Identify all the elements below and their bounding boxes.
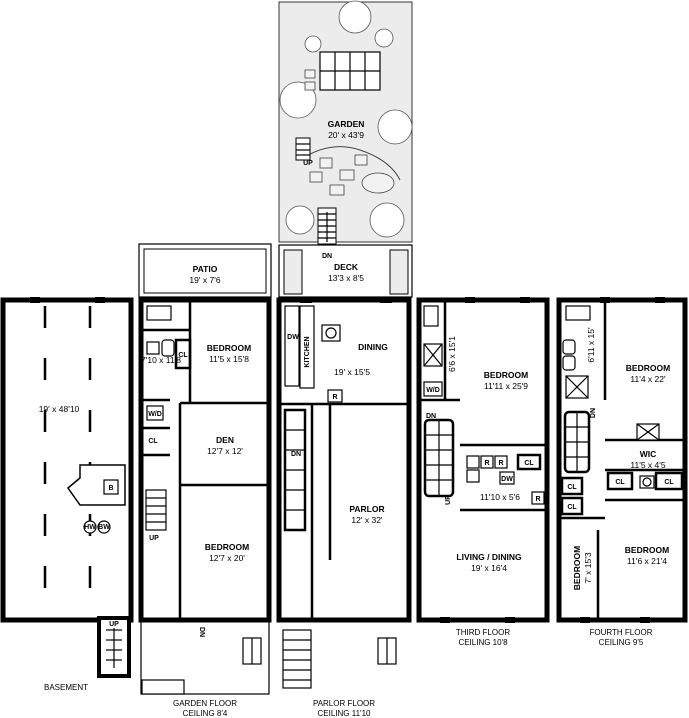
parlor-floor-r: R <box>332 394 337 401</box>
parlor-floor-dining-dims: 19' x 15'5 <box>334 367 370 377</box>
fourth-floor-caption1: FOURTH FLOOR <box>590 628 653 637</box>
third-floor-r2: R <box>498 460 503 467</box>
parlor-floor-caption1: PARLOR FLOOR <box>313 699 375 708</box>
garden-dims: 20' x 43'9 <box>328 130 364 140</box>
parlor-floor-caption2: CEILING 11'10 <box>318 709 372 718</box>
garden-floor-den-dims: 12'7 x 12' <box>207 446 243 456</box>
garden-floor-closet-dims: 7'10 x 11'8 <box>141 355 181 365</box>
garden-floor-den-label: DEN <box>216 435 234 445</box>
fourth-floor: 6'11 x 15' BEDROOM 11'4 x 22' DN WIC 11'… <box>556 297 688 647</box>
patio-dims: 19' x 7'6 <box>189 275 220 285</box>
basement-hw-label: HW <box>84 524 96 531</box>
parlor-floor-kitchen: KITCHEN <box>304 336 311 367</box>
third-floor-dn: DN <box>426 413 436 420</box>
parlor-floor-dining-label: DINING <box>358 342 388 352</box>
deck-dims: 13'3 x 8'5 <box>328 273 364 283</box>
fourth-floor-wic-label: WIC <box>640 449 657 459</box>
parlor-floor-parlor-label: PARLOR <box>349 504 384 514</box>
third-floor-caption2: CEILING 10'8 <box>458 638 508 647</box>
fourth-floor-bedroom1-label: BEDROOM <box>626 363 670 373</box>
fourth-floor-cl1: CL <box>615 479 625 486</box>
garden-floor-caption1: GARDEN FLOOR <box>173 699 237 708</box>
fourth-floor-bedroom2-dims: 11'6 x 21'4 <box>627 556 667 566</box>
garden-floor-wd: W/D <box>148 411 162 418</box>
basement-dims: 19' x 48'10 <box>39 404 80 414</box>
third-floor-wd: W/D <box>426 387 440 394</box>
garden-area: UP GARDEN 20' x 43'9 <box>278 0 413 245</box>
garden-floor: CL 7'10 x 11'8 W/D CL BEDROOM 11'5 x 15'… <box>138 297 272 718</box>
fourth-floor-bedroom-small-dims: 7' x 15'3 <box>583 552 593 583</box>
third-floor-cl: CL <box>524 460 534 467</box>
parlor-floor-parlor-dims: 12' x 32' <box>351 515 383 525</box>
fourth-floor-wic-dims: 11'5 x 4'5 <box>630 460 665 470</box>
basement-b-label: B <box>108 485 113 492</box>
garden-floor-bedroom2-label: BEDROOM <box>205 542 249 552</box>
patio-label: PATIO <box>193 264 218 274</box>
fourth-floor-bedroom1-dims: 11'4 x 22' <box>630 374 666 384</box>
basement-up-label: UP <box>109 621 119 628</box>
third-floor-kitchen-dims: 11'10 x 5'6 <box>480 492 520 502</box>
garden-floor-dn: DN <box>198 627 205 637</box>
garden-floor-caption2: CEILING 8'4 <box>183 709 228 718</box>
third-floor: 6'6 x 15'1 W/D BEDROOM 11'11 x 25'9 DN U… <box>416 297 550 647</box>
third-floor-living-dims: 19' x 16'4 <box>471 563 507 573</box>
deck-label: DECK <box>334 262 359 272</box>
parlor-floor-dn: DN <box>291 451 301 458</box>
garden-floor-bedroom2-dims: 12'7 x 20' <box>209 553 245 563</box>
basement: 19' x 48'10 B HW BW UP BASEMENT <box>0 297 134 692</box>
fourth-floor-cl3: CL <box>567 484 577 491</box>
parlor-floor-dw: DW <box>287 334 299 341</box>
garden-up-label: UP <box>303 160 313 167</box>
garden-floor-bedroom1-dims: 11'5 x 15'8 <box>209 354 249 364</box>
garden-floor-cl2: CL <box>148 438 158 445</box>
third-floor-bath-dims: 6'6 x 15'1 <box>447 336 457 372</box>
third-floor-dw: DW <box>501 476 513 483</box>
third-floor-bedroom-label: BEDROOM <box>484 370 528 380</box>
fourth-floor-cl4: CL <box>567 504 577 511</box>
parlor-floor: DW KITCHEN DINING 19' x 15'5 R DN PARLOR… <box>276 297 412 718</box>
basement-bw-label: BW <box>98 524 110 531</box>
third-floor-caption1: THIRD FLOOR <box>456 628 510 637</box>
garden-floor-bedroom1-label: BEDROOM <box>207 343 251 353</box>
window-marks <box>30 297 665 623</box>
fourth-floor-bath-dims: 6'11 x 15' <box>586 327 596 363</box>
basement-caption: BASEMENT <box>44 683 88 692</box>
third-floor-r3: R <box>535 496 540 503</box>
garden-floor-up: UP <box>149 535 159 542</box>
deck: DN DECK 13'3 x 8'5 <box>278 244 413 298</box>
third-floor-r1: R <box>484 460 489 467</box>
garden-label: GARDEN <box>328 119 365 129</box>
garden-floor-cl1: CL <box>178 352 188 359</box>
deck-dn-label: DN <box>322 253 332 260</box>
third-floor-up: UP <box>445 495 452 505</box>
fourth-floor-dn: DN <box>590 408 597 418</box>
fourth-floor-bedroom2-label: BEDROOM <box>625 545 669 555</box>
third-floor-living-label: LIVING / DINING <box>456 552 522 562</box>
fourth-floor-bedroom-small-label: BEDROOM <box>572 546 582 590</box>
patio: PATIO 19' x 7'6 <box>138 243 272 298</box>
fourth-floor-cl2: CL <box>664 479 674 486</box>
fourth-floor-caption2: CEILING 9'5 <box>599 638 644 647</box>
third-floor-bedroom-dims: 11'11 x 25'9 <box>484 381 528 391</box>
